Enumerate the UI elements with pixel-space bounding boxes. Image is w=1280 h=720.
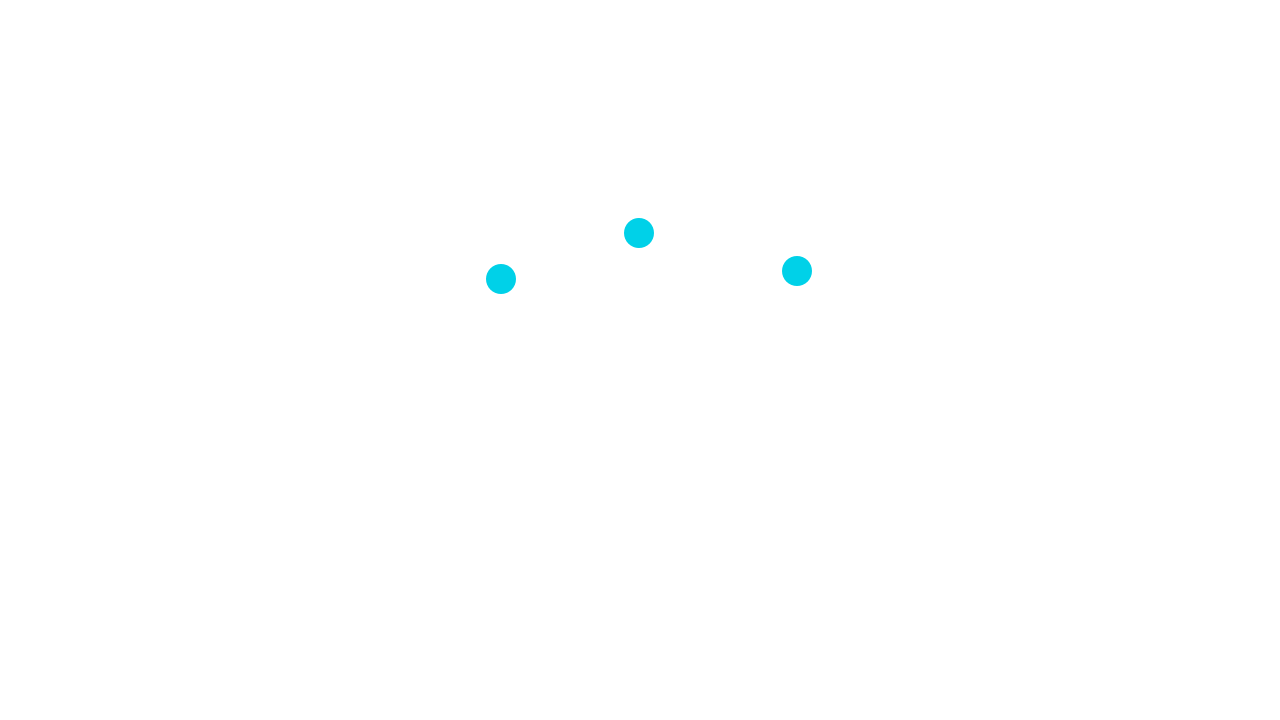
loading-dot-icon — [782, 256, 812, 286]
loading-dot-icon — [624, 218, 654, 248]
loading-dot-icon — [486, 264, 516, 294]
